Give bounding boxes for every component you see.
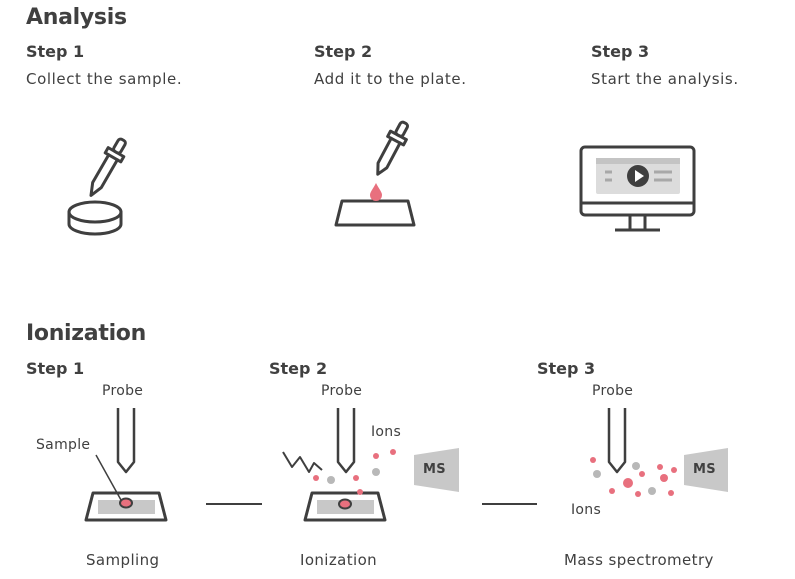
analysis-title: Analysis <box>26 5 127 30</box>
analysis-step-3-label: Step 3 <box>591 42 650 61</box>
mass-spec-illustration <box>590 408 728 497</box>
ionization-title: Ionization <box>26 321 146 346</box>
ionization-step-2-label: Step 2 <box>269 359 328 378</box>
ions-label: Ions <box>371 424 402 440</box>
probe-label: Probe <box>102 383 144 399</box>
ms-label: MS <box>693 462 716 477</box>
ionization-step-3-label: Step 3 <box>537 359 596 378</box>
ionization-step-1-label: Step 1 <box>26 359 85 378</box>
probe-label: Probe <box>592 383 634 399</box>
ms-label: MS <box>423 462 446 477</box>
plate-dropper-icon <box>334 120 416 227</box>
mass-spectrometry-caption: Mass spectrometry <box>564 551 714 569</box>
analysis-step-2-text: Add it to the plate. <box>314 70 467 88</box>
probe-label: Probe <box>321 383 363 399</box>
sampling-caption: Sampling <box>86 551 160 569</box>
analysis-step-1-label: Step 1 <box>26 42 85 61</box>
dish-dropper-icon <box>67 137 127 236</box>
analysis-step-1-text: Collect the sample. <box>26 70 183 88</box>
ionization-illustration <box>282 408 459 522</box>
monitor-play-icon <box>579 145 696 232</box>
ionization-caption: Ionization <box>300 551 378 569</box>
analysis-step-2-label: Step 2 <box>314 42 373 61</box>
sampling-illustration <box>84 408 168 522</box>
ions-label: Ions <box>571 502 602 518</box>
sample-label: Sample <box>36 437 91 453</box>
analysis-step-3-text: Start the analysis. <box>591 70 739 88</box>
